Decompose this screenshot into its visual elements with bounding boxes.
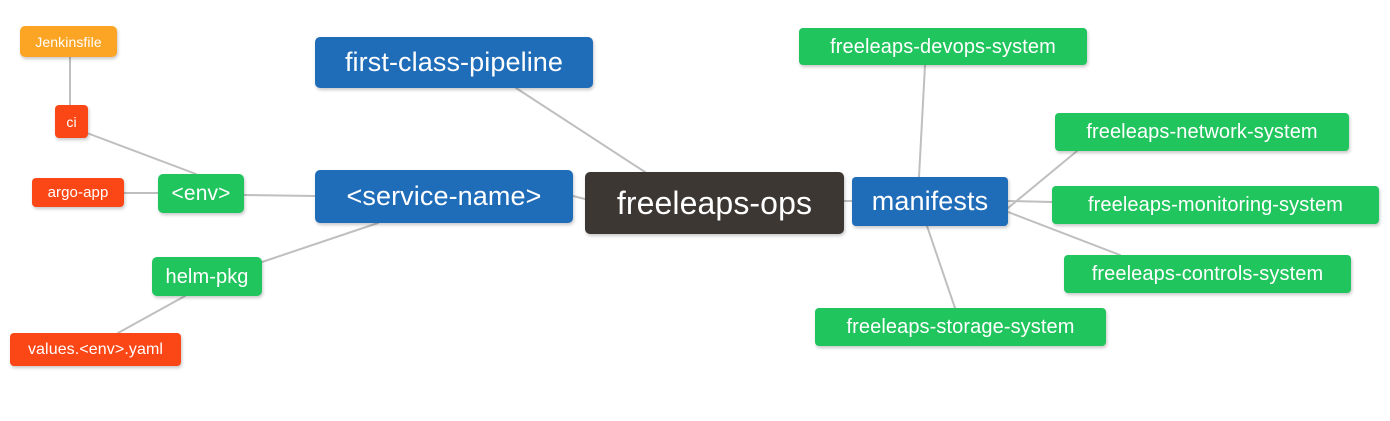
mindmap-node-label: manifests <box>871 186 989 216</box>
mindmap-node-label: freeleaps-ops <box>616 185 813 221</box>
mindmap-node-label: freeleaps-controls-system <box>1091 263 1324 285</box>
mindmap-node-label: <env> <box>171 182 231 205</box>
mindmap-node-freeleaps-devops-system[interactable]: freeleaps-devops-system <box>799 28 1087 65</box>
mindmap-edge <box>86 132 197 175</box>
mindmap-node-freeleaps-ops[interactable]: freeleaps-ops <box>585 172 844 234</box>
mindmap-node-argo-app[interactable]: argo-app <box>32 178 124 207</box>
mindmap-node-label: helm-pkg <box>165 265 249 288</box>
mindmap-node-first-class-pipeline[interactable]: first-class-pipeline <box>315 37 593 88</box>
mindmap-node-label: freeleaps-network-system <box>1086 121 1318 143</box>
mindmap-edge <box>918 64 926 178</box>
mindmap-node-env[interactable]: <env> <box>158 174 244 213</box>
mindmap-node-freeleaps-storage-system[interactable]: freeleaps-storage-system <box>815 308 1106 346</box>
mindmap-node-freeleaps-network-system[interactable]: freeleaps-network-system <box>1055 113 1349 151</box>
mindmap-edge <box>515 87 646 173</box>
mindmap-node-label: argo-app <box>47 184 109 201</box>
mindmap-node-freeleaps-controls-system[interactable]: freeleaps-controls-system <box>1064 255 1351 293</box>
mindmap-node-values-yaml[interactable]: values.<env>.yaml <box>10 333 181 366</box>
mindmap-node-label: freeleaps-monitoring-system <box>1087 194 1343 216</box>
mindmap-node-label: freeleaps-devops-system <box>830 35 1056 58</box>
mindmap-edge <box>117 295 186 334</box>
mindmap-node-ci[interactable]: ci <box>55 105 88 138</box>
mindmap-node-helm-pkg[interactable]: helm-pkg <box>152 257 262 296</box>
mindmap-node-manifests[interactable]: manifests <box>852 177 1008 226</box>
mindmap-node-service-name[interactable]: <service-name> <box>315 170 573 223</box>
mindmap-node-label: first-class-pipeline <box>344 47 564 77</box>
mindmap-node-label: ci <box>66 113 77 130</box>
mindmap-edge <box>1007 200 1053 203</box>
mindmap-edge <box>926 225 956 309</box>
mindmap-edge <box>243 194 316 197</box>
mindmap-edge <box>572 195 586 200</box>
mindmap-node-label: Jenkinsfile <box>35 33 102 50</box>
mindmap-edge <box>261 222 379 263</box>
mindmap-node-freeleaps-monitoring-system[interactable]: freeleaps-monitoring-system <box>1052 186 1379 224</box>
mindmap-node-label: freeleaps-storage-system <box>846 316 1075 338</box>
mindmap-node-label: <service-name> <box>346 181 542 211</box>
mindmap-node-label: values.<env>.yaml <box>27 340 164 358</box>
mindmap-node-jenkinsfile[interactable]: Jenkinsfile <box>20 26 117 57</box>
